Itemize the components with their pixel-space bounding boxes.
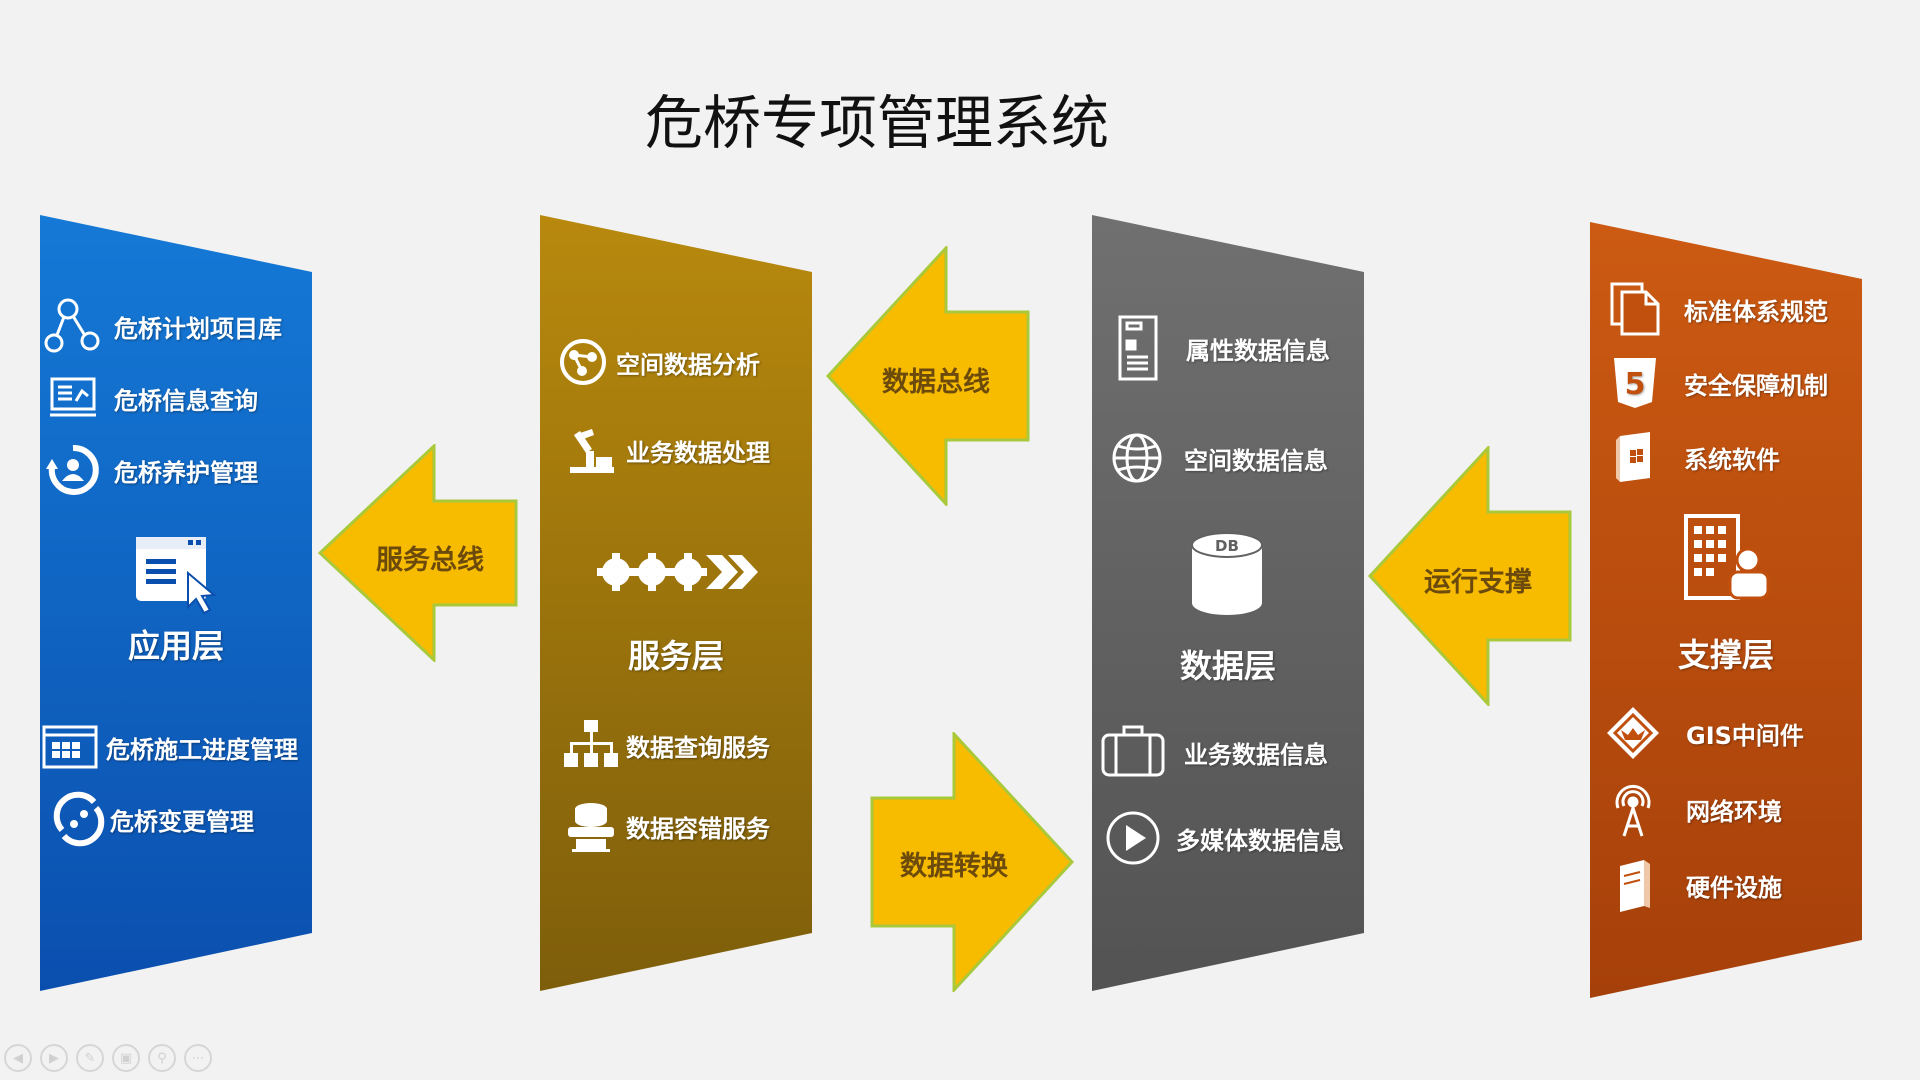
application-layer-title: 应用层 [127, 627, 224, 665]
service-item-fault-tolerance[interactable]: 数据容错服务 [562, 797, 770, 855]
pen-icon[interactable]: ✎ [76, 1044, 104, 1072]
slides-icon[interactable]: ▣ [112, 1044, 140, 1072]
service-layer-title: 服务层 [627, 637, 724, 675]
network-nodes-icon [44, 297, 102, 355]
html5-shield-icon: 5 [1606, 354, 1664, 412]
svg-text:5: 5 [1625, 367, 1646, 402]
more-icon[interactable]: ⋯ [184, 1044, 212, 1072]
support-layer-title: 支撑层 [1677, 636, 1774, 674]
hierarchy-icon [562, 716, 620, 774]
application-layer-panel: 危桥计划项目库 危桥信息查询 危桥养护管理 [40, 215, 312, 991]
service-item-query[interactable]: 数据查询服务 [562, 716, 770, 774]
app-item-progress[interactable]: 危桥施工进度管理 [40, 718, 298, 776]
page-title: 危桥专项管理系统 [644, 89, 1109, 157]
app-item-maintenance[interactable]: 危桥养护管理 [44, 441, 258, 499]
service-layer-panel: 空间数据分析 业务数据处理 服务层 [540, 215, 812, 991]
support-layer-panel: 标准体系规范 5 安全保障机制 系统软件 [1590, 222, 1862, 998]
service-item-spatial-analysis[interactable]: 空间数据分析 [554, 333, 760, 391]
gears-chain-icon [594, 545, 760, 603]
globe-network-icon [554, 333, 612, 391]
server-stack-icon [562, 797, 620, 855]
service-item-business-processing[interactable]: 业务数据处理 [562, 421, 770, 479]
data-bus-label: 数据总线 [882, 367, 990, 398]
globe-icon [1108, 429, 1166, 487]
support-item-security[interactable]: 5 安全保障机制 [1606, 354, 1828, 412]
data-item-spatial[interactable]: 空间数据信息 [1108, 429, 1328, 487]
support-item-standards[interactable]: 标准体系规范 [1606, 280, 1828, 338]
building-user-icon [1682, 512, 1772, 606]
database-label: DB [1215, 537, 1239, 555]
support-item-network[interactable]: 网络环境 [1604, 780, 1782, 838]
slide-toolbar: ◀ ▶ ✎ ▣ ⚲ ⋯ [4, 1044, 212, 1072]
service-bus-label: 服务总线 [376, 545, 484, 576]
monitor-chart-icon [44, 369, 102, 427]
antenna-icon [1604, 780, 1662, 838]
software-box-icon [1606, 428, 1664, 486]
grid-window-icon [40, 718, 98, 776]
briefcase-icon [1100, 723, 1166, 781]
data-conversion-label: 数据转换 [900, 851, 1008, 882]
app-item-plan-library[interactable]: 危桥计划项目库 [44, 297, 282, 355]
data-layer-title: 数据层 [1179, 647, 1276, 685]
documents-icon [1606, 280, 1664, 338]
previous-icon[interactable]: ◀ [4, 1044, 32, 1072]
data-bus-arrow: 数据总线 [825, 244, 1030, 508]
database-icon: DB [1190, 531, 1264, 621]
data-layer-panel: 属性数据信息 空间数据信息 DB 数据层 [1092, 215, 1364, 991]
user-cycle-icon [44, 441, 102, 499]
robot-arm-icon [562, 421, 620, 479]
play-icon [1104, 809, 1162, 867]
data-item-business[interactable]: 业务数据信息 [1100, 723, 1328, 781]
hardware-box-icon [1604, 856, 1662, 914]
application-window-cursor-icon [132, 533, 228, 619]
document-icon [1108, 315, 1166, 381]
runtime-support-arrow: 运行支撑 [1367, 444, 1572, 708]
service-bus-arrow: 服务总线 [317, 442, 518, 664]
app-item-change[interactable]: 危桥变更管理 [50, 790, 254, 848]
next-icon[interactable]: ▶ [40, 1044, 68, 1072]
data-item-multimedia[interactable]: 多媒体数据信息 [1104, 809, 1344, 867]
app-item-info-query[interactable]: 危桥信息查询 [44, 369, 258, 427]
data-item-attribute[interactable]: 属性数据信息 [1108, 315, 1330, 381]
zoom-icon[interactable]: ⚲ [148, 1044, 176, 1072]
support-item-gis-middleware[interactable]: GIS中间件 [1604, 704, 1804, 762]
support-item-system-software[interactable]: 系统软件 [1606, 428, 1780, 486]
data-conversion-arrow: 数据转换 [870, 730, 1075, 994]
gis-diamond-icon [1604, 704, 1662, 762]
support-item-hardware[interactable]: 硬件设施 [1604, 856, 1782, 914]
runtime-support-label: 运行支撑 [1424, 567, 1532, 598]
swap-cycle-icon [50, 790, 108, 848]
